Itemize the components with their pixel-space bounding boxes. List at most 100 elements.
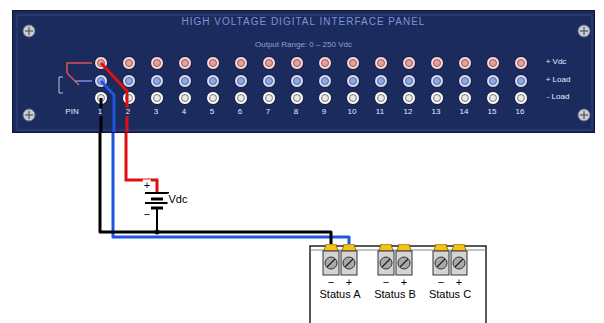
terminal-tab: [434, 244, 448, 251]
terminal-jack-center: [490, 78, 497, 85]
terminal-jack: [487, 75, 500, 88]
terminal-screw: [325, 257, 337, 269]
terminal-jack: [123, 92, 136, 105]
terminal-jack: [403, 57, 416, 70]
terminal-tab: [379, 244, 393, 251]
terminal-jack: [263, 75, 276, 88]
terminal-jack-center: [294, 95, 301, 102]
terminal-jack: [151, 75, 164, 88]
terminal-jack: [263, 57, 276, 70]
blue-wire: [101, 81, 114, 133]
terminal-jack-center: [154, 60, 161, 67]
terminal-body: [396, 251, 412, 275]
terminal-jack-center: [126, 60, 133, 67]
terminal-body: [341, 251, 357, 275]
terminal-tab: [324, 244, 338, 251]
terminal-jack: [459, 92, 472, 105]
panel-screw: [23, 109, 35, 121]
terminal-jack: [235, 75, 248, 88]
terminal-jack-center: [322, 95, 329, 102]
relay-symbol: [59, 63, 92, 93]
status-name: Status C: [428, 288, 472, 300]
terminal-jack-center: [182, 78, 189, 85]
terminal-body: [433, 251, 449, 275]
black-wire: [100, 98, 103, 133]
terminal-jack-center: [210, 60, 217, 67]
terminal-tab: [397, 244, 411, 251]
terminal-jack: [179, 75, 192, 88]
terminal-jack-center: [350, 95, 357, 102]
terminal-jack-center: [462, 78, 469, 85]
terminal-jack: [151, 57, 164, 70]
terminal-jack-center: [182, 95, 189, 102]
screw-slot: [455, 259, 463, 267]
terminal-jack: [487, 57, 500, 70]
terminal-jack: [123, 57, 136, 70]
terminal-jack-center: [490, 95, 497, 102]
terminal-jack: [291, 75, 304, 88]
panel-screw: [578, 25, 590, 37]
polarity-mark: −: [432, 276, 450, 288]
terminal-jack-center: [462, 60, 469, 67]
panel-title: HIGH VOLTAGE DIGITAL INTERFACE PANEL: [13, 16, 594, 27]
terminal-jack: [179, 57, 192, 70]
screw-slot: [345, 259, 353, 267]
polarity-row: −+: [318, 276, 362, 288]
terminal-jack: [207, 92, 220, 105]
terminal-jack: [515, 75, 528, 88]
terminal-jack: [347, 75, 360, 88]
terminal-jack: [459, 57, 472, 70]
terminal-jack: [291, 92, 304, 105]
terminal-tab: [342, 244, 356, 251]
terminal-jack-center: [378, 60, 385, 67]
terminal-jack: [207, 57, 220, 70]
battery-label: −: [143, 209, 151, 220]
terminal-jack-center: [210, 95, 217, 102]
polarity-mark: −: [322, 276, 340, 288]
terminal-block: [310, 246, 486, 323]
terminal-jack-center: [126, 78, 133, 85]
polarity-mark: +: [395, 276, 413, 288]
terminal-jack-center: [294, 60, 301, 67]
terminal-jack-center: [406, 78, 413, 85]
battery-label: +: [143, 180, 151, 191]
red-wire: [126, 132, 157, 192]
screw-terminal-pair: [318, 244, 362, 276]
terminal-jack: [235, 57, 248, 70]
terminal-jack: [179, 92, 192, 105]
terminal-jack: [375, 57, 388, 70]
terminal-jack-center: [210, 78, 217, 85]
terminal-jack-center: [154, 78, 161, 85]
terminal-tab: [452, 244, 466, 251]
wire-connector: [100, 133, 331, 244]
terminal-jack-center: [378, 95, 385, 102]
status-terminal: −+Status B: [373, 244, 417, 300]
panel-screw: [23, 25, 35, 37]
terminal-body: [323, 251, 339, 275]
polarity-mark: +: [450, 276, 468, 288]
status-name: Status A: [318, 288, 362, 300]
terminal-jack: [263, 92, 276, 105]
terminal-jack-center: [462, 95, 469, 102]
terminal-jack: [403, 92, 416, 105]
terminal-screw: [380, 257, 392, 269]
terminal-jack-center: [322, 60, 329, 67]
terminal-jack: [487, 92, 500, 105]
status-terminal: −+Status C: [428, 244, 472, 300]
terminal-jack: [459, 75, 472, 88]
terminal-screw: [343, 257, 355, 269]
terminal-jack-center: [406, 60, 413, 67]
terminal-jack: [319, 57, 332, 70]
polarity-row: −+: [373, 276, 417, 288]
screw-terminal-pair: [428, 244, 472, 276]
terminal-body: [451, 251, 467, 275]
terminal-jack-center: [518, 78, 525, 85]
terminal-jack: [151, 92, 164, 105]
screw-slot: [400, 259, 408, 267]
red-wire: [101, 63, 127, 133]
battery-symbol: [145, 193, 169, 235]
terminal-jack: [123, 75, 136, 88]
status-terminal: −+Status A: [318, 244, 362, 300]
terminal-jack-center: [518, 60, 525, 67]
terminal-jack: [207, 75, 220, 88]
